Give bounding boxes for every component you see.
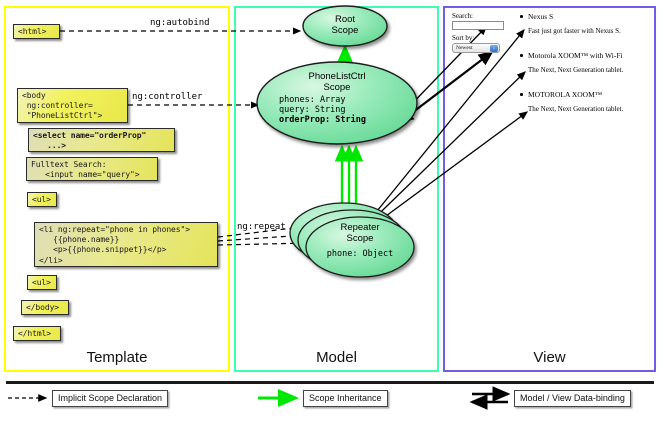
phone-list-item-1: Nexus S Fast just got faster with Nexus … <box>520 12 621 35</box>
sort-by-selected-value: Newest <box>456 45 473 51</box>
search-label: Search: <box>452 12 473 20</box>
code-box-fulltext-search: Fulltext Search: <input name="query"> <box>26 157 158 181</box>
phone-snippet-2: The Next, Next Generation tablet. <box>528 66 624 74</box>
code-box-li-ngrepeat: <li ng:repeat="phone in phones"> {{phone… <box>34 222 218 267</box>
ng-autobind-label: ng:autobind <box>150 18 210 28</box>
code-box-select-orderprop: <select name="orderProp" ...> <box>28 128 175 152</box>
sort-by-select[interactable]: Newest ↕ <box>452 43 500 53</box>
bullet-icon <box>520 93 523 96</box>
phone-list-item-3: MOTOROLA XOOM™ The Next, Next Generation… <box>520 90 624 113</box>
phone-name-1[interactable]: Nexus S <box>528 12 554 21</box>
bullet-icon <box>520 15 523 18</box>
phone-name-2[interactable]: Motorola XOOM™ with Wi-Fi <box>528 51 623 60</box>
code-box-body-controller: <body ng:controller= "PhoneListCtrl"> <box>17 88 128 123</box>
code-box-ul-open: <ul> <box>27 192 57 207</box>
legend-divider <box>6 381 654 384</box>
legend-label-implicit-scope-declaration: Implicit Scope Declaration <box>52 390 169 407</box>
panel-template: Template <box>4 6 230 372</box>
phone-snippet-3: The Next, Next Generation tablet. <box>528 105 624 113</box>
chevron-updown-icon: ↕ <box>490 45 498 52</box>
code-box-html-close: </html> <box>13 326 61 341</box>
bullet-icon <box>520 54 523 57</box>
ng-controller-label: ng:controller <box>132 92 203 102</box>
panel-template-label: Template <box>86 349 148 366</box>
code-box-ul-close: <ul> <box>27 275 57 290</box>
legend-label-model-view-databinding: Model / View Data-binding <box>514 390 631 407</box>
view-app-preview: Search: Sort by: Newest ↕ Nexus S Fast j… <box>452 12 650 132</box>
panel-view-label: View <box>533 349 566 366</box>
search-input[interactable] <box>452 21 504 30</box>
phone-snippet-1: Fast just got faster with Nexus S. <box>528 27 621 35</box>
panel-model-label: Model <box>316 349 357 366</box>
phone-name-3[interactable]: MOTOROLA XOOM™ <box>528 90 603 99</box>
code-box-body-close: </body> <box>21 300 69 315</box>
panel-model: Model <box>234 6 439 372</box>
phone-list-item-2: Motorola XOOM™ with Wi-Fi The Next, Next… <box>520 51 624 74</box>
sort-by-label: Sort by: <box>452 34 475 42</box>
legend-label-scope-inheritance: Scope Inheritance <box>303 390 388 407</box>
ng-repeat-label: ng:repeat <box>237 222 286 232</box>
legend: Implicit Scope Declaration Scope Inherit… <box>0 379 660 421</box>
code-box-html-open: <html> <box>13 24 60 39</box>
